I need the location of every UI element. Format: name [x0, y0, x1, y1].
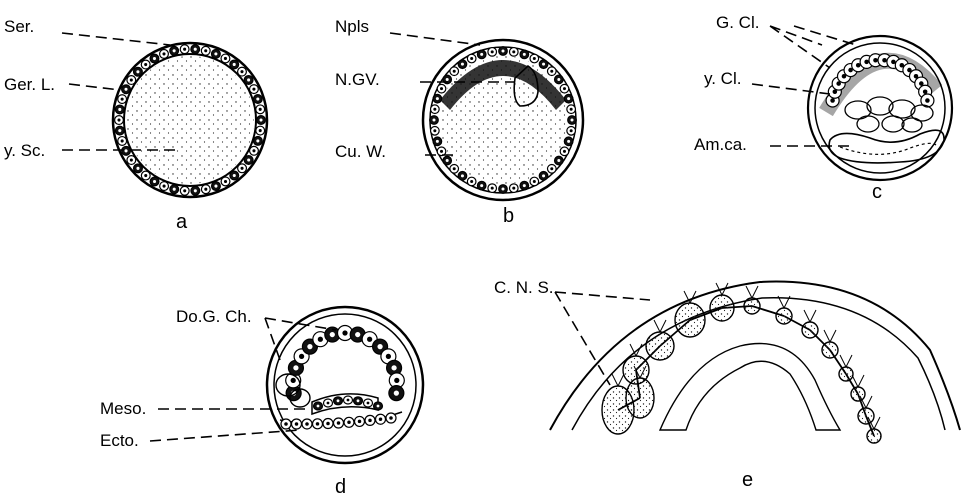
panel-e-embryo-section — [550, 282, 960, 443]
panel-a: Ser. Ger. L. y. Sc. a — [4, 17, 267, 233]
panel-b-embryo — [423, 40, 583, 200]
label-cns: C. N. S. — [494, 278, 554, 297]
label-y-sc: y. Sc. — [4, 141, 45, 160]
label-ger-l: Ger. L. — [4, 75, 55, 94]
ectoderm-cells — [281, 413, 396, 429]
label-am-ca: Am.ca. — [694, 135, 747, 154]
caption-e: e — [742, 469, 753, 491]
label-n-gv: N.GV. — [335, 70, 380, 89]
panel-c: G. Cl. y. Cl. Am.ca. c — [694, 13, 952, 203]
label-y-cl: y. Cl. — [704, 69, 741, 88]
label-do-g-ch: Do.G. Ch. — [176, 307, 252, 326]
caption-c: c — [872, 181, 882, 203]
label-meso: Meso. — [100, 399, 146, 418]
caption-b: b — [503, 205, 514, 227]
leader-ser — [62, 33, 170, 45]
leader-ecto — [150, 430, 300, 441]
panel-a-embryo — [113, 43, 267, 197]
leader-npls — [390, 33, 480, 45]
caption-a: a — [176, 211, 188, 233]
label-npls: Npls — [335, 17, 369, 36]
caption-d: d — [335, 476, 346, 494]
label-g-cl: G. Cl. — [716, 13, 759, 32]
panel-d-embryo — [267, 307, 423, 463]
label-ser: Ser. — [4, 17, 34, 36]
panel-d: Do.G. Ch. Meso. Ecto. d — [100, 307, 423, 494]
label-ecto: Ecto. — [100, 431, 139, 450]
leader-ger-l — [69, 84, 120, 90]
label-cu-w: Cu. W. — [335, 142, 386, 161]
panel-e: C. N. S. e — [494, 278, 960, 491]
panel-c-embryo — [808, 36, 952, 180]
yolk-cells — [845, 97, 933, 132]
panel-b: Npls N.GV. Cu. W. b — [335, 17, 583, 227]
